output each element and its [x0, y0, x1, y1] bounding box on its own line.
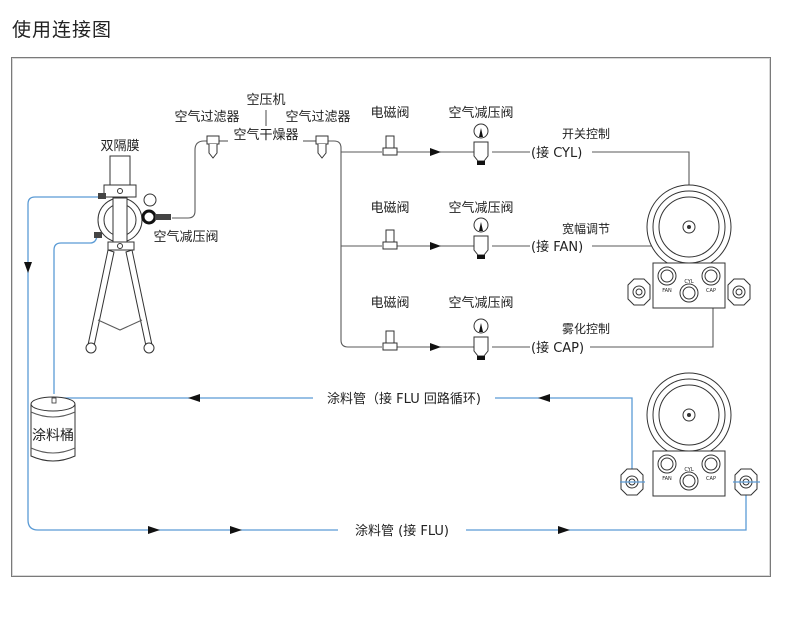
spray-gun-fluid-connected-icon: FAN CYL CAP	[620, 372, 760, 497]
fluid-suction-line	[53, 235, 98, 394]
port-label-cyl: CYL	[684, 279, 693, 285]
solenoid-valve-3-icon	[382, 330, 398, 351]
label-solenoid-2: 电磁阀	[370, 201, 409, 216]
label-solenoid-1: 电磁阀	[370, 106, 409, 121]
label-regulator-2: 空气减压阀	[448, 200, 513, 216]
air-regulator-2-icon	[473, 217, 489, 259]
port-label-cap: CAP	[706, 288, 716, 294]
air-regulator-3-icon	[473, 318, 489, 360]
label-compressor: 空压机	[246, 93, 285, 108]
label-connect-3: (接 CAP)	[531, 340, 584, 356]
port-label-cyl: CYL	[684, 467, 693, 473]
port-label-cap: CAP	[706, 476, 716, 482]
label-connect-1: (接 CYL)	[531, 145, 582, 161]
label-filter-right: 空气过滤器	[285, 109, 350, 125]
arrow-down-icon	[24, 262, 32, 273]
page-title: 使用连接图	[12, 19, 113, 41]
label-paint-bucket: 涂料桶	[32, 428, 74, 444]
arrow-icon	[430, 148, 441, 156]
solenoid-valve-1-icon	[382, 135, 398, 156]
arrow-left-icon	[538, 394, 550, 402]
label-solenoid-3: 电磁阀	[370, 296, 409, 311]
label-dryer: 空气干燥器	[233, 127, 298, 143]
label-fluid-return: 涂料管（接 FLU 回路循环)	[327, 391, 481, 407]
port-label-fan: FAN	[662, 288, 672, 294]
air-line-pump-to-filter	[172, 140, 208, 219]
diaphragm-pump-icon	[85, 155, 171, 354]
label-fluid-supply: 涂料管 (接 FLU)	[355, 523, 449, 539]
label-regulator-1: 空气减压阀	[448, 105, 513, 121]
fluid-return-line	[61, 397, 633, 482]
air-filter-left-icon	[206, 135, 220, 159]
label-regulator-3: 空气减压阀	[448, 295, 513, 311]
label-function-1: 开关控制	[562, 127, 610, 141]
air-filter-right-icon	[315, 135, 329, 159]
arrow-icon	[430, 242, 441, 250]
arrow-left-icon	[188, 394, 200, 402]
label-filter-left: 空气过滤器	[174, 109, 239, 125]
arrow-right-icon	[558, 526, 570, 534]
label-pump: 双隔膜	[100, 139, 139, 154]
port-label-fan: FAN	[662, 476, 672, 482]
air-lines	[172, 110, 714, 351]
arrow-right-icon	[230, 526, 242, 534]
solenoid-valve-2-icon	[382, 229, 398, 250]
label-pump-regulator: 空气减压阀	[153, 229, 218, 245]
arrow-icon	[430, 343, 441, 351]
air-line-manifold	[328, 140, 382, 348]
fluid-supply-line	[27, 196, 747, 531]
diagram-frame	[11, 57, 771, 577]
label-function-2: 宽幅调节	[562, 221, 610, 236]
label-connect-2: (接 FAN)	[531, 239, 583, 255]
spray-gun-air-connected-icon: FAN CYL CAP	[627, 184, 751, 309]
paint-bucket-icon	[30, 396, 76, 462]
label-function-3: 雾化控制	[562, 322, 610, 336]
arrow-right-icon	[148, 526, 160, 534]
air-regulator-1-icon	[473, 123, 489, 165]
